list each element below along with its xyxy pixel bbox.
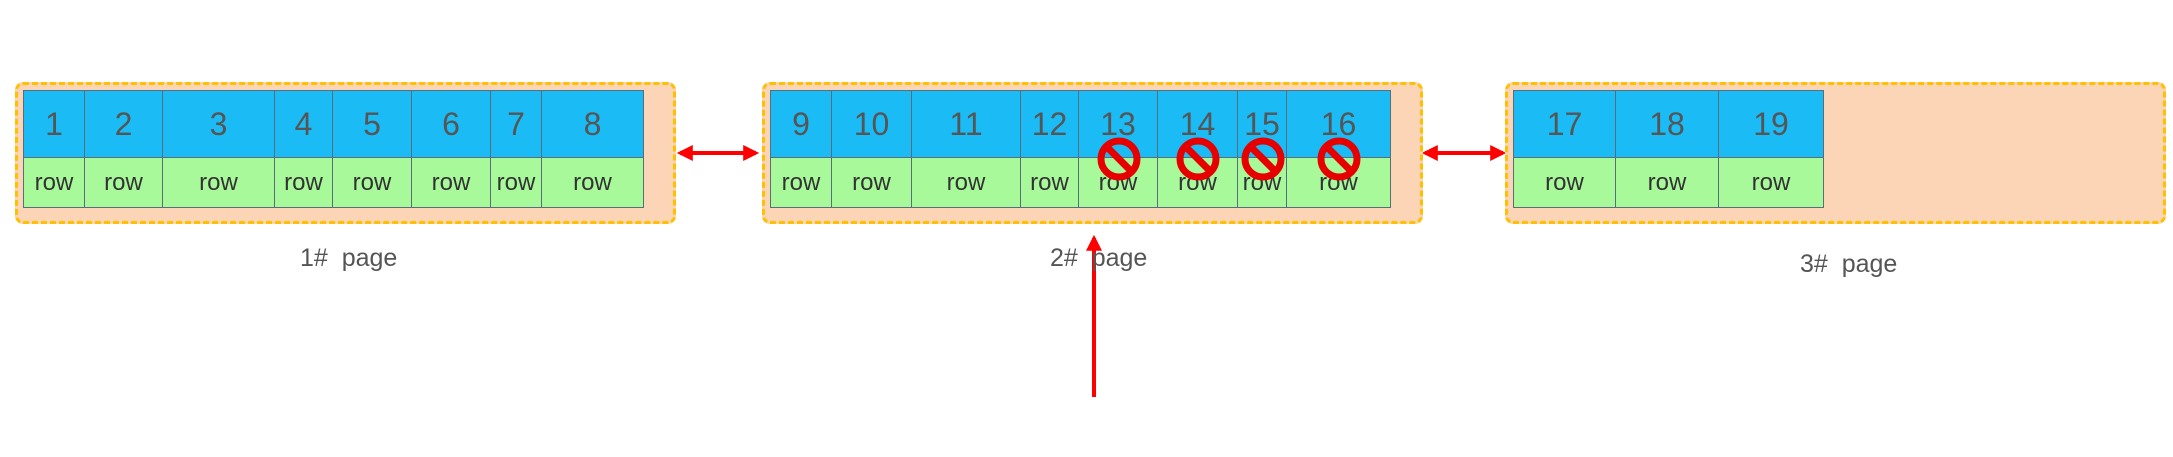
record-key: 6	[412, 90, 491, 158]
record-row: row	[1287, 158, 1391, 208]
record-row: row	[1719, 158, 1824, 208]
record-row: row	[832, 158, 912, 208]
record-row: row	[23, 158, 85, 208]
record-key: 5	[333, 90, 412, 158]
record-row: row	[163, 158, 275, 208]
record-row: row	[1616, 158, 1719, 208]
record-row: row	[491, 158, 542, 208]
record-row: row	[912, 158, 1021, 208]
record-key: 3	[163, 90, 275, 158]
record-key: 11	[912, 90, 1021, 158]
record-key: 8	[542, 90, 644, 158]
record-key: 16	[1287, 90, 1391, 158]
record-key: 9	[770, 90, 832, 158]
record-key: 19	[1719, 90, 1824, 158]
record-key: 4	[275, 90, 333, 158]
record-key: 10	[832, 90, 912, 158]
record-key: 18	[1616, 90, 1719, 158]
page-1-label: 1# page	[300, 244, 398, 272]
record-row: row	[1513, 158, 1616, 208]
record-key: 17	[1513, 90, 1616, 158]
record-row: row	[1021, 158, 1079, 208]
prohibited-icon	[1317, 137, 1361, 181]
record-key: 15	[1238, 90, 1287, 158]
record-row: row	[85, 158, 163, 208]
record-key: 1	[23, 90, 85, 158]
prohibited-icon	[1097, 137, 1140, 181]
record-row: row	[412, 158, 491, 208]
record-key: 13	[1079, 90, 1158, 158]
record-row: row	[275, 158, 333, 208]
record-key: 2	[85, 90, 163, 158]
record-row: row	[333, 158, 412, 208]
record-row: row	[542, 158, 644, 208]
prohibited-icon	[1176, 137, 1220, 181]
prohibited-icon	[1241, 137, 1284, 181]
record-key: 7	[491, 90, 542, 158]
page-2-label: 2# page	[1050, 244, 1148, 272]
record-key: 12	[1021, 90, 1079, 158]
page-3-label: 3# page	[1800, 250, 1898, 278]
record-row: row	[770, 158, 832, 208]
